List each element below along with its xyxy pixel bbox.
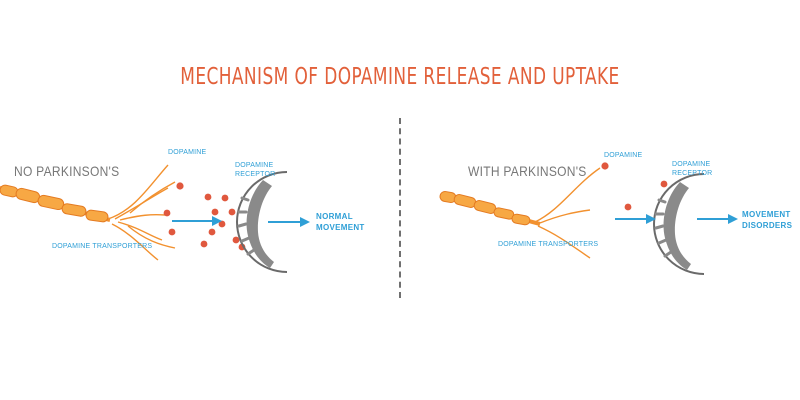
axon-terminal-branches xyxy=(534,167,601,259)
panel-divider xyxy=(399,118,401,298)
dopamine-molecules xyxy=(163,182,246,251)
neuron-diagram-normal xyxy=(0,164,310,273)
axon xyxy=(0,184,111,223)
panel-no-parkinsons: NO PARKINSON'S DOPAMINE DOPAMINE RECEPTO… xyxy=(0,149,365,273)
signal-arrow xyxy=(697,214,738,224)
panel-heading: NO PARKINSON'S xyxy=(14,163,120,179)
receptor-label-line1: DOPAMINE xyxy=(672,161,711,168)
axon-terminal-branches xyxy=(107,164,176,261)
receptor-label-line2: RECEPTOR xyxy=(672,170,713,177)
transporters-label: DOPAMINE TRANSPORTERS xyxy=(498,241,599,248)
axon xyxy=(439,190,541,226)
page-title: MECHANISM OF DOPAMINE RELEASE AND UPTAKE xyxy=(180,64,620,90)
signal-arrow xyxy=(268,217,310,227)
transporters-label: DOPAMINE TRANSPORTERS xyxy=(52,243,153,250)
outcome-line2: DISORDERS xyxy=(742,221,793,230)
panel-with-parkinsons: WITH PARKINSON'S DOPAMINE DOPAMINE RECEP… xyxy=(410,0,800,400)
receptor-label-line2: RECEPTOR xyxy=(235,171,276,178)
dopamine-molecules xyxy=(601,162,668,211)
outcome-line1: MOVEMENT xyxy=(742,210,791,219)
dopamine-label: DOPAMINE xyxy=(604,152,643,159)
panel-heading: WITH PARKINSON'S xyxy=(468,163,587,179)
neuron-diagram-parkinsons xyxy=(439,162,738,275)
release-arrow xyxy=(172,216,222,226)
receptor-label-line1: DOPAMINE xyxy=(235,162,274,169)
outcome-line1: NORMAL xyxy=(316,212,353,221)
dopamine-receptor-cell xyxy=(236,171,288,273)
dopamine-label: DOPAMINE xyxy=(168,149,207,156)
outcome-line2: MOVEMENT xyxy=(316,223,365,232)
release-arrow xyxy=(615,214,656,224)
dopamine-receptor-cell xyxy=(653,173,705,275)
